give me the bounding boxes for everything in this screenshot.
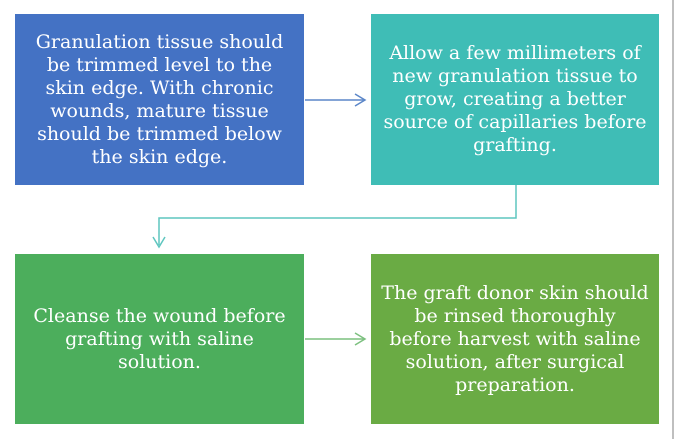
arrow-step3-to-step4: [305, 332, 367, 346]
arrow-step2-to-step3: [152, 185, 517, 249]
step-2-box: Allow a few millimeters of new granulati…: [371, 14, 659, 185]
step-1-text: Granulation tissue should be trimmed lev…: [35, 30, 284, 168]
arrow-step1-to-step2: [305, 93, 367, 107]
step-4-box: The graft donor skin should be rinsed th…: [371, 254, 659, 424]
step-1-box: Granulation tissue should be trimmed lev…: [15, 14, 304, 185]
step-3-box: Cleanse the wound before grafting with s…: [15, 254, 304, 424]
step-3-text: Cleanse the wound before grafting with s…: [33, 304, 286, 373]
step-4-text: The graft donor skin should be rinsed th…: [381, 281, 649, 396]
step-2-text: Allow a few millimeters of new granulati…: [383, 42, 647, 156]
right-edge-divider: [672, 0, 674, 439]
